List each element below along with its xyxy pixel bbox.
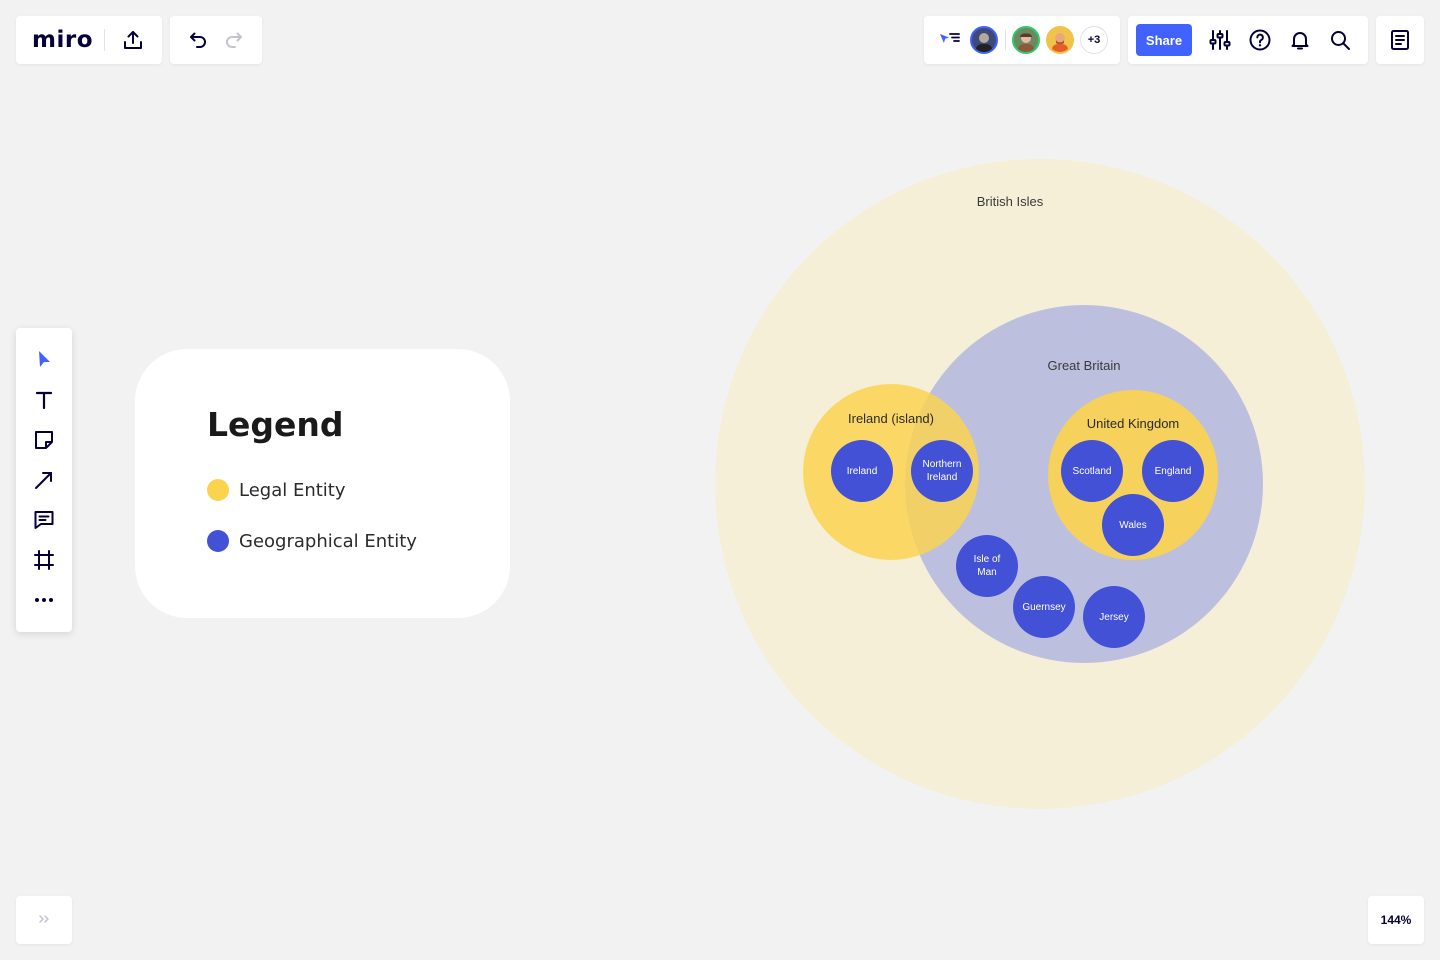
guernsey-label: Guernsey [1022, 602, 1065, 613]
board-actions: Share [1128, 16, 1368, 64]
expand-panel-button[interactable] [16, 896, 72, 944]
double-chevron-right-icon [36, 911, 52, 930]
history-controls [170, 16, 262, 64]
miro-logo[interactable]: miro [32, 27, 93, 53]
ireland-island-label: Ireland (island) [848, 411, 934, 426]
wales-label: Wales [1119, 520, 1146, 531]
collaborators-bar: +3 [924, 16, 1120, 64]
undo-icon[interactable] [184, 28, 210, 52]
united-kingdom-label: United Kingdom [1087, 416, 1180, 431]
scotland-circle[interactable] [1061, 440, 1123, 502]
wales-circle[interactable] [1102, 494, 1164, 556]
legend-card[interactable]: Legend Legal Entity Geographical Entity [135, 349, 510, 618]
more-tools-icon[interactable] [32, 588, 56, 612]
share-button[interactable]: Share [1136, 24, 1192, 56]
divider [1005, 30, 1006, 50]
zoom-level[interactable]: 144% [1368, 896, 1424, 944]
comment-tool-icon[interactable] [32, 508, 56, 532]
northern-ireland-label: Ireland [927, 472, 958, 483]
british-isles-label: British Isles [977, 194, 1044, 209]
text-tool-icon[interactable] [32, 388, 56, 412]
notes-icon[interactable] [1388, 28, 1412, 52]
board-notes [1376, 16, 1424, 64]
collaborator-avatar[interactable] [1012, 26, 1040, 54]
more-collaborators-badge[interactable]: +3 [1080, 26, 1108, 54]
redo-icon[interactable] [222, 28, 248, 52]
collaborator-avatar[interactable] [1046, 26, 1074, 54]
isle-of-man-label: Man [977, 567, 996, 578]
guernsey-circle[interactable] [1013, 576, 1075, 638]
divider [104, 29, 105, 51]
england-label: England [1155, 466, 1192, 477]
cursor-follow-icon[interactable] [936, 28, 962, 52]
great-britain-label: Great Britain [1048, 358, 1121, 373]
legend-item-legal: Legal Entity [207, 479, 346, 501]
northern-ireland-circle[interactable] [911, 440, 973, 502]
search-icon[interactable] [1328, 28, 1352, 52]
notifications-bell-icon[interactable] [1288, 28, 1312, 52]
help-icon[interactable] [1248, 28, 1272, 52]
settings-sliders-icon[interactable] [1208, 28, 1232, 52]
connection-line-tool-icon[interactable] [32, 468, 56, 492]
legend-title: Legend [207, 405, 344, 444]
legend-label: Legal Entity [239, 479, 346, 501]
sticky-note-tool-icon[interactable] [32, 428, 56, 452]
united-kingdom-circle[interactable] [1048, 390, 1218, 560]
jersey-circle[interactable] [1083, 586, 1145, 648]
ireland-label: Ireland [847, 466, 878, 477]
legend-dot-blue [207, 530, 229, 552]
jersey-label: Jersey [1099, 612, 1128, 623]
select-tool-icon[interactable] [32, 348, 56, 372]
frame-tool-icon[interactable] [32, 548, 56, 572]
export-icon[interactable] [120, 28, 146, 52]
creation-toolbar [16, 328, 72, 632]
isle-of-man-label: Isle of [974, 554, 1001, 565]
legend-label: Geographical Entity [239, 530, 417, 552]
scotland-label: Scotland [1073, 466, 1112, 477]
board-menu[interactable]: miro [16, 16, 162, 64]
isle-of-man-circle[interactable] [956, 535, 1018, 597]
england-circle[interactable] [1142, 440, 1204, 502]
collaborator-avatar[interactable] [970, 26, 998, 54]
ireland-circle[interactable] [831, 440, 893, 502]
legend-dot-yellow [207, 479, 229, 501]
northern-ireland-label: Northern [923, 459, 962, 470]
legend-item-geographical: Geographical Entity [207, 530, 417, 552]
